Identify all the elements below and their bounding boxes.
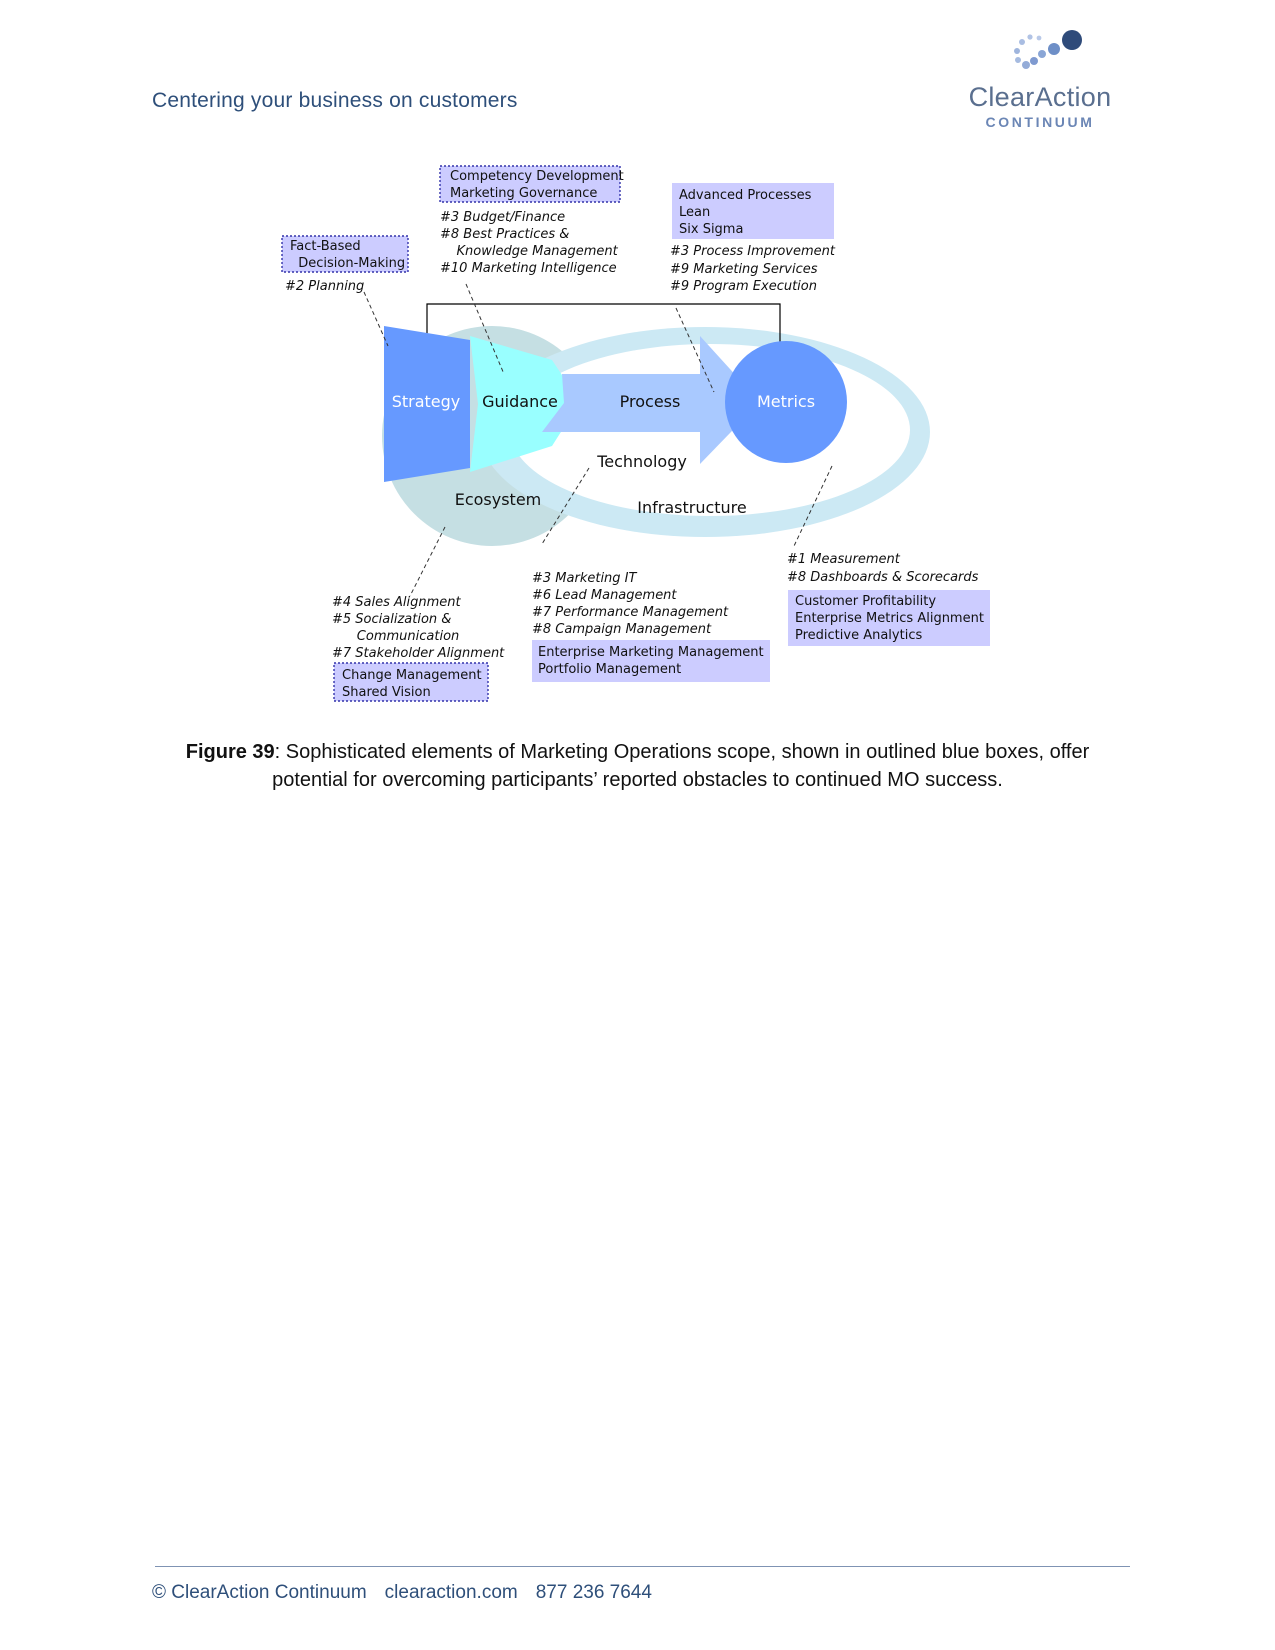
technology-callout: #3 Marketing IT #6 Lead Management #7 Pe… (532, 571, 770, 682)
ecosystem-callout: #4 Sales Alignment #5 Socialization & Co… (332, 595, 505, 702)
process-box-line-2: Lean (679, 205, 710, 220)
ecosystem-item-4: #7 Stakeholder Alignment (332, 646, 505, 661)
process-box-line-3: Six Sigma (679, 222, 743, 237)
stage-process: Process (620, 392, 681, 411)
guidance-item-3: Knowledge Management (440, 244, 619, 259)
diagram-svg: Strategy Guidance Process Metrics Techno… (281, 165, 990, 702)
metrics-box-line-3: Predictive Analytics (795, 628, 922, 643)
technology-box-line-2: Portfolio Management (538, 662, 681, 677)
guidance-item-2: #8 Best Practices & (440, 227, 569, 242)
footer-divider (155, 1566, 1130, 1567)
stage-guidance: Guidance (482, 392, 558, 411)
ring-ecosystem: Ecosystem (455, 490, 542, 509)
technology-item-2: #6 Lead Management (532, 588, 677, 603)
metrics-box-line-2: Enterprise Metrics Alignment (795, 611, 984, 626)
metrics-callout: #1 Measurement #8 Dashboards & Scorecard… (787, 552, 990, 646)
technology-item-1: #3 Marketing IT (532, 571, 638, 586)
footer-phone: 877 236 7644 (535, 1582, 652, 1603)
metrics-circle (725, 341, 847, 463)
guidance-box-line-2: Marketing Governance (450, 186, 597, 201)
process-callout: Advanced Processes Lean Six Sigma #3 Pro… (670, 183, 836, 294)
process-item-1: #3 Process Improvement (670, 244, 836, 259)
footer-copyright: © ClearAction Continuum (152, 1582, 367, 1603)
guidance-item-1: #3 Budget/Finance (440, 210, 565, 225)
ring-infrastructure: Infrastructure (637, 498, 746, 517)
footer-website[interactable]: clearaction.com (384, 1582, 518, 1603)
strategy-box-line-1: Fact-Based (290, 239, 361, 254)
figure-caption: Figure 39: Sophisticated elements of Mar… (165, 738, 1110, 794)
ecosystem-box-line-1: Change Management (342, 668, 482, 683)
logo-dots-icon (1014, 30, 1082, 69)
metrics-box-line-1: Customer Profitability (795, 594, 936, 609)
figure-label: Figure 39 (185, 741, 275, 763)
strategy-box-line-2: Decision-Making (290, 256, 405, 271)
logo-subtitle: CONTINUUM (985, 114, 1095, 130)
header-tagline: Centering your business on customers (152, 89, 518, 112)
guidance-item-4: #10 Marketing Intelligence (440, 261, 617, 276)
metrics-item-2: #8 Dashboards & Scorecards (787, 570, 979, 585)
stage-strategy: Strategy (392, 392, 461, 411)
figure-caption-text: : Sophisticated elements of Marketing Op… (272, 741, 1090, 791)
process-box-line-1: Advanced Processes (679, 188, 812, 203)
guidance-box-line-1: Competency Development (450, 169, 624, 184)
ring-technology: Technology (596, 452, 687, 471)
ecosystem-item-3: Communication (332, 629, 459, 644)
mo-scope-diagram: Strategy Guidance Process Metrics Techno… (280, 160, 1000, 720)
technology-item-3: #7 Performance Management (532, 605, 729, 620)
guidance-callout: Competency Development Marketing Governa… (439, 165, 624, 276)
ecosystem-item-1: #4 Sales Alignment (332, 595, 462, 610)
logo-wordmark: ClearAction (968, 82, 1112, 112)
ecosystem-item-2: #5 Socialization & (332, 612, 451, 627)
metrics-item-1: #1 Measurement (787, 552, 901, 567)
strategy-shape (384, 326, 470, 482)
process-item-3: #9 Program Execution (670, 279, 817, 294)
technology-item-4: #8 Campaign Management (532, 622, 712, 637)
strategy-item-1: #2 Planning (285, 279, 364, 294)
ecosystem-box-line-2: Shared Vision (342, 685, 431, 700)
stage-metrics: Metrics (757, 392, 815, 411)
technology-box-line-1: Enterprise Marketing Management (538, 645, 764, 660)
footer: © ClearAction Continuum clearaction.com 87… (152, 1582, 670, 1604)
strategy-callout: Fact-Based Decision-Making #2 Planning (281, 235, 409, 294)
clearaction-logo: ClearAction CONTINUUM (960, 26, 1120, 136)
process-arrow (542, 336, 760, 464)
guidance-shape (470, 336, 580, 472)
process-item-2: #9 Marketing Services (670, 262, 818, 277)
leader-lines (363, 283, 833, 597)
